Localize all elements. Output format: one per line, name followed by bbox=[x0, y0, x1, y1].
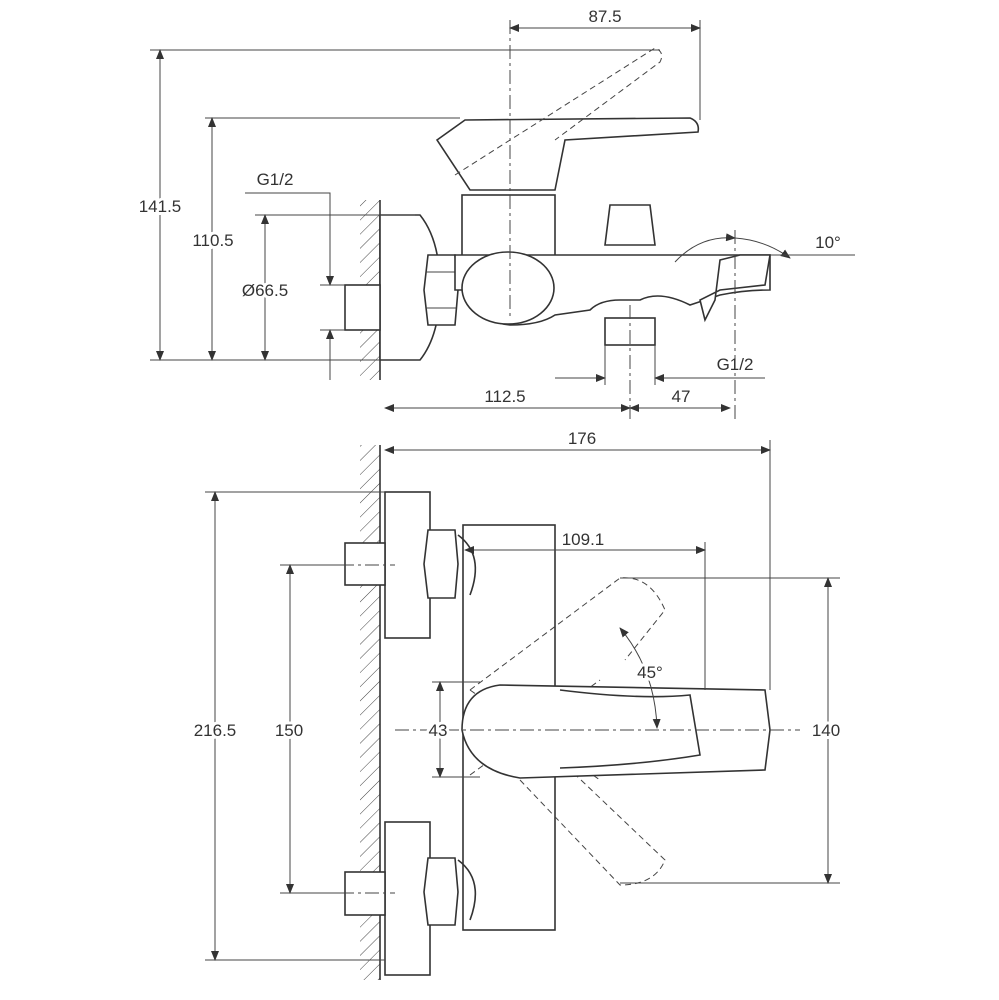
dim-lever-width: 43 bbox=[429, 721, 448, 740]
dim-lever-reach: 87.5 bbox=[588, 7, 621, 26]
upper-flange bbox=[384, 491, 431, 639]
lever-handle bbox=[461, 684, 771, 779]
hex-nut bbox=[423, 254, 459, 326]
angle-spout: 10° bbox=[815, 233, 841, 252]
angle-lever: 45° bbox=[637, 663, 663, 682]
thread-inlet-label: G1/2 bbox=[257, 170, 294, 189]
upper-hex-nut bbox=[423, 529, 459, 599]
dim-wall-to-outlet: 112.5 bbox=[484, 387, 525, 406]
lever-handle bbox=[435, 117, 700, 191]
lever-swept-outline bbox=[469, 577, 666, 886]
dim-total-depth: 176 bbox=[568, 429, 596, 448]
dim-total-width: 216.5 bbox=[194, 721, 237, 740]
top-view: 176 109.1 140 45° 216.5 150 43 bbox=[191, 429, 843, 980]
inlet-pipe bbox=[344, 284, 381, 331]
lower-flange bbox=[384, 821, 431, 976]
dim-lever-sweep: 140 bbox=[812, 721, 840, 740]
dim-total-height: 141.5 bbox=[139, 197, 182, 216]
diverter-knob bbox=[604, 204, 656, 246]
dim-body-height: 110.5 bbox=[192, 231, 233, 250]
thread-outlet-label: G1/2 bbox=[717, 355, 754, 374]
lever-raised-outline bbox=[454, 47, 663, 176]
dim-lever-depth: 109.1 bbox=[562, 530, 605, 549]
lower-hex-nut bbox=[423, 857, 459, 926]
side-view: 87.5 141.5 110.5 Ø66.5 G1/2 10° G1/2 112… bbox=[136, 7, 855, 420]
dim-inlet-spacing: 150 bbox=[275, 721, 303, 740]
cartridge-column bbox=[461, 194, 556, 258]
body-oval bbox=[461, 251, 555, 325]
dim-outlet-to-spout: 47 bbox=[672, 387, 691, 406]
upper-inlet-pipe bbox=[344, 542, 386, 586]
dim-flange-diameter: Ø66.5 bbox=[242, 281, 288, 300]
